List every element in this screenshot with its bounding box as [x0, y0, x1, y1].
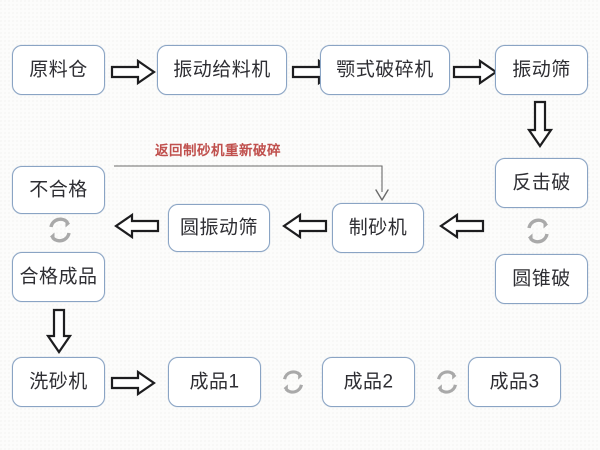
node-product-1-label: 成品1 — [189, 371, 240, 392]
node-vibrating-screen[interactable]: 振动筛 — [495, 45, 588, 95]
node-qualified-product[interactable]: 合格成品 — [12, 252, 105, 302]
node-impact-crusher[interactable]: 反击破 — [495, 158, 588, 208]
arrow-right-washer-to-product1 — [110, 369, 156, 397]
node-jaw-crusher[interactable]: 颚式破碎机 — [320, 45, 450, 95]
node-jaw-crusher-label: 颚式破碎机 — [336, 59, 434, 80]
node-vibrating-feeder-label: 振动给料机 — [173, 59, 271, 80]
node-unqualified-label: 不合格 — [29, 179, 88, 200]
node-unqualified[interactable]: 不合格 — [12, 166, 105, 214]
arrow-down-screen-to-impact — [526, 100, 554, 148]
node-product-3[interactable]: 成品3 — [468, 357, 561, 407]
node-circular-vibrating-screen-label: 圆振动筛 — [179, 217, 258, 238]
recycle-icon-product-1-2 — [278, 367, 308, 397]
feedback-connector-line — [110, 160, 400, 205]
node-cone-crusher[interactable]: 圆锥破 — [495, 254, 588, 304]
arrow-left-crushers-to-sandmaker — [437, 212, 485, 240]
arrow-left-screen-to-unqualified — [112, 212, 160, 240]
node-raw-silo[interactable]: 原料仓 — [12, 45, 105, 95]
recycle-icon-product-2-3 — [432, 367, 462, 397]
node-sand-washer[interactable]: 洗砂机 — [12, 357, 105, 407]
node-sand-maker[interactable]: 制砂机 — [332, 203, 424, 253]
node-product-3-label: 成品3 — [489, 371, 540, 392]
node-vibrating-feeder[interactable]: 振动给料机 — [157, 45, 287, 95]
recycle-icon-unqualified-loop — [44, 214, 76, 246]
arrow-right-jaw-to-screen — [452, 58, 498, 86]
arrow-left-sandmaker-to-circscreen — [280, 212, 328, 240]
node-raw-silo-label: 原料仓 — [29, 59, 88, 80]
arrow-down-qualified-to-washer — [45, 308, 73, 354]
node-product-2-label: 成品2 — [343, 371, 394, 392]
node-cone-crusher-label: 圆锥破 — [512, 268, 571, 289]
recycle-icon-crushers — [522, 215, 554, 247]
node-vibrating-screen-label: 振动筛 — [512, 59, 571, 80]
node-sand-maker-label: 制砂机 — [348, 217, 408, 238]
node-circular-vibrating-screen[interactable]: 圆振动筛 — [168, 204, 270, 252]
annotation-feedback-note: 返回制砂机重新破碎 — [155, 143, 281, 158]
node-qualified-product-label: 合格成品 — [19, 266, 98, 287]
node-product-2[interactable]: 成品2 — [322, 357, 415, 407]
node-product-1[interactable]: 成品1 — [168, 357, 261, 407]
node-impact-crusher-label: 反击破 — [512, 172, 571, 193]
node-sand-washer-label: 洗砂机 — [29, 371, 88, 392]
arrow-right-silo-to-feeder — [110, 58, 156, 86]
